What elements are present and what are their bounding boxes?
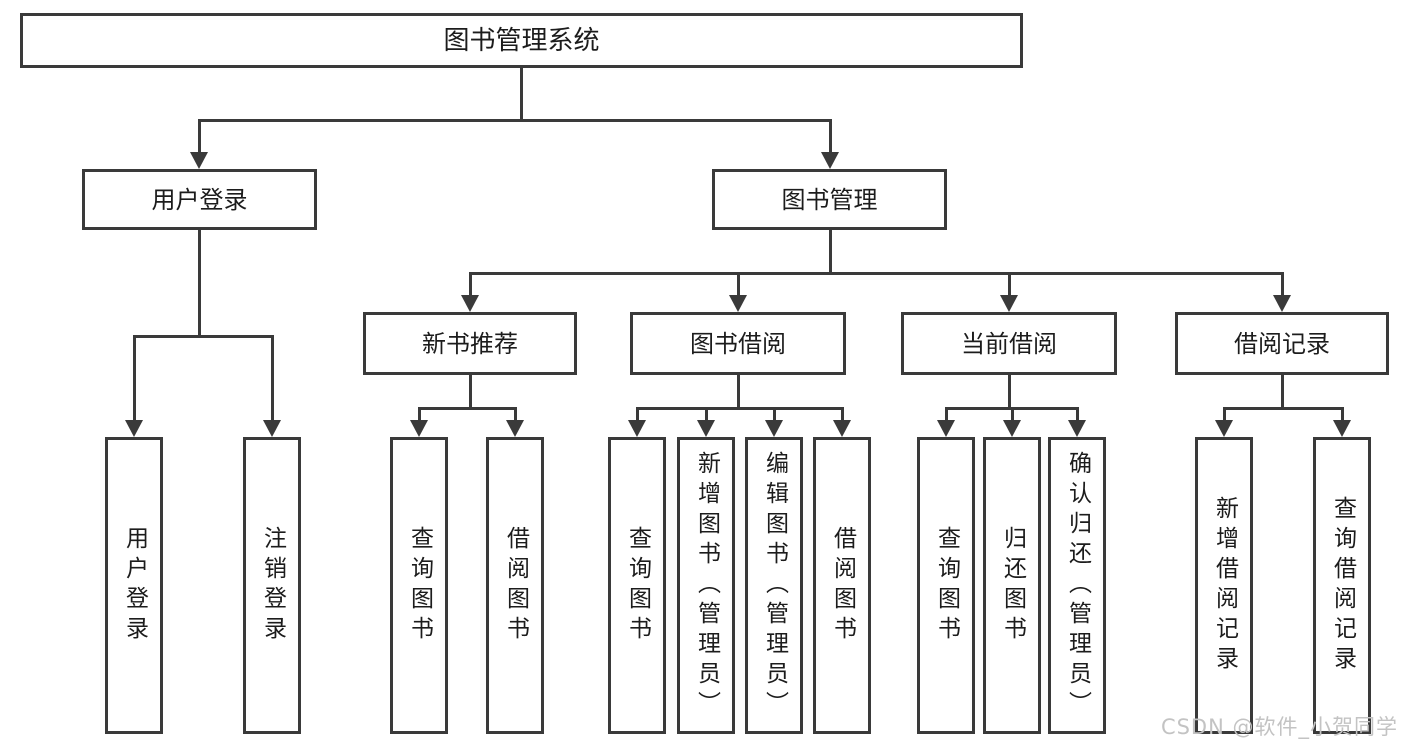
connector-arrow-line xyxy=(773,407,776,423)
connector-arrow-line xyxy=(1011,407,1014,423)
arrowhead-down-icon xyxy=(628,420,646,437)
arrowhead-down-icon xyxy=(1215,420,1233,437)
arrowhead-down-icon xyxy=(833,420,851,437)
connector-new-book-stub xyxy=(469,375,472,409)
arrowhead-down-icon xyxy=(1000,295,1018,312)
arrowhead-down-icon xyxy=(506,420,524,437)
connector-arrow-line xyxy=(418,407,421,423)
connector-arrow-line xyxy=(469,272,472,297)
arrowhead-down-icon xyxy=(190,152,208,169)
connector-arrow-line xyxy=(198,119,201,153)
node-new-book-recommendation: 新书推荐 xyxy=(363,312,577,375)
leaf-edit-books-admin: 编辑图书（管理员） xyxy=(745,437,803,734)
arrowhead-down-icon xyxy=(461,295,479,312)
leaf-borrow-books: 借阅图书 xyxy=(486,437,544,734)
arrowhead-down-icon xyxy=(765,420,783,437)
connector-arrow-line xyxy=(636,407,639,423)
connector-arrow-line xyxy=(133,335,136,422)
node-root-library-system: 图书管理系统 xyxy=(20,13,1023,68)
leaf-return-books: 归还图书 xyxy=(983,437,1041,734)
arrowhead-down-icon xyxy=(125,420,143,437)
connector-arrow-line xyxy=(1076,407,1079,423)
arrowhead-down-icon xyxy=(821,152,839,169)
leaf-query-books: 查询图书 xyxy=(917,437,975,734)
node-user-login: 用户登录 xyxy=(82,169,317,230)
connector-root-stub xyxy=(520,68,523,121)
arrowhead-down-icon xyxy=(697,420,715,437)
leaf-add-books-admin: 新增图书（管理员） xyxy=(677,437,735,734)
connector-level3-branch xyxy=(469,272,1283,275)
node-book-management: 图书管理 xyxy=(712,169,947,230)
leaf-logout: 注销登录 xyxy=(243,437,301,734)
connector-arrow-line xyxy=(945,407,948,423)
leaf-query-borrow-record: 查询借阅记录 xyxy=(1313,437,1371,734)
leaf-confirm-return-admin: 确认归还（管理员） xyxy=(1048,437,1106,734)
node-current-borrowing: 当前借阅 xyxy=(901,312,1117,375)
arrowhead-down-icon xyxy=(1333,420,1351,437)
connector-borrow-record-stub xyxy=(1281,375,1284,409)
connector-borrow-record-branch xyxy=(1223,407,1343,410)
connector-book-borrow-stub xyxy=(737,375,740,409)
node-borrowing-records: 借阅记录 xyxy=(1175,312,1389,375)
connector-arrow-line xyxy=(1281,272,1284,297)
connector-current-borrow-stub xyxy=(1008,375,1011,409)
connector-book-mgmt-stub xyxy=(829,230,832,275)
connector-arrow-line xyxy=(841,407,844,423)
arrowhead-down-icon xyxy=(1273,295,1291,312)
leaf-query-books: 查询图书 xyxy=(390,437,448,734)
connector-level2-branch xyxy=(198,119,832,122)
arrowhead-down-icon xyxy=(410,420,428,437)
arrowhead-down-icon xyxy=(263,420,281,437)
arrowhead-down-icon xyxy=(1003,420,1021,437)
arrowhead-down-icon xyxy=(937,420,955,437)
leaf-user-login: 用户登录 xyxy=(105,437,163,734)
connector-new-book-branch xyxy=(418,407,516,410)
connector-book-borrow-branch xyxy=(636,407,843,410)
connector-arrow-line xyxy=(1341,407,1344,423)
connector-arrow-line xyxy=(737,272,740,297)
csdn-watermark: CSDN @软件_小贺同学 xyxy=(1160,715,1398,739)
node-book-borrowing: 图书借阅 xyxy=(630,312,846,375)
connector-arrow-line xyxy=(514,407,517,423)
leaf-add-borrow-record: 新增借阅记录 xyxy=(1195,437,1253,734)
connector-user-login-branch xyxy=(133,335,274,338)
connector-arrow-line xyxy=(829,119,832,153)
connector-arrow-line xyxy=(1223,407,1226,423)
leaf-query-books: 查询图书 xyxy=(608,437,666,734)
arrowhead-down-icon xyxy=(729,295,747,312)
connector-arrow-line xyxy=(705,407,708,423)
leaf-borrow-books: 借阅图书 xyxy=(813,437,871,734)
arrowhead-down-icon xyxy=(1068,420,1086,437)
connector-arrow-line xyxy=(271,335,274,422)
connector-arrow-line xyxy=(1008,272,1011,297)
connector-user-login-stub xyxy=(198,230,201,337)
